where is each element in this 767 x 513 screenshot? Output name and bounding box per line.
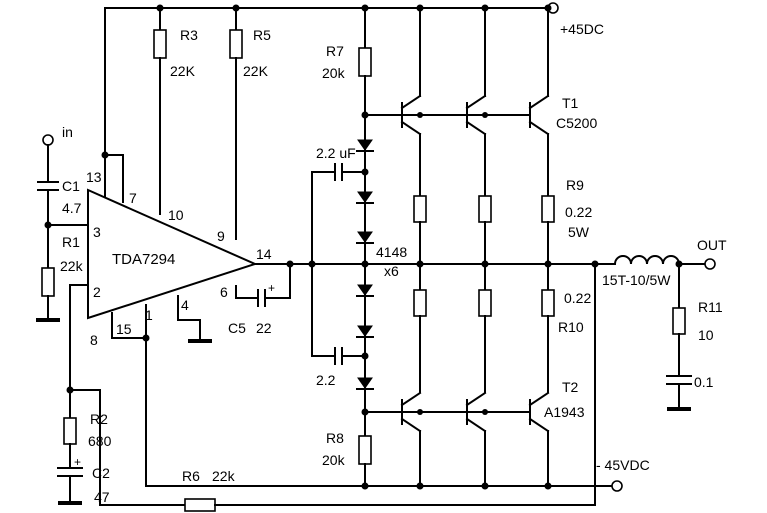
feedback-ground-network: + R2 680 C2 47 R6 22k: [57, 263, 596, 512]
r6-value: 22k: [212, 468, 236, 484]
c-bot-value: 2.2: [316, 372, 336, 388]
output-label: OUT: [697, 237, 727, 253]
bias-chain: R7 20k R8 20k 4148 x6 2.2 uF: [308, 4, 407, 487]
diode-5: [357, 325, 373, 337]
pin-7: 7: [129, 190, 137, 206]
c1-value: 4.7: [62, 200, 82, 216]
pnp-transistor-1: [400, 391, 422, 487]
r10-ref: R10: [558, 319, 584, 335]
r11-value: 10: [698, 327, 714, 343]
t2-part: A1943: [544, 404, 585, 420]
pin-1: 1: [145, 307, 153, 323]
t1-part: C5200: [556, 115, 597, 131]
c5-value: 22: [256, 320, 272, 336]
pin-6: 6: [220, 284, 228, 300]
pin-4: 4: [181, 297, 189, 313]
input-label: in: [62, 124, 73, 140]
positive-rail-label: +45DC: [560, 21, 604, 37]
output-stage: T1 C5200 R9 0.22 5W 0.22 R10: [364, 4, 616, 487]
inductor-value: 15T-10/5W: [602, 272, 671, 288]
diode-6: [357, 377, 373, 389]
r1-ref: R1: [62, 234, 80, 250]
pnp-transistor-3: [528, 391, 550, 487]
diode-3: [357, 231, 373, 243]
input-section: in C1 4.7 R1 22k: [36, 124, 89, 322]
output-network: OUT 15T-10/5W R11 10 0.1: [602, 237, 727, 411]
c2-value: 47: [94, 489, 110, 505]
r8-ref: R8: [326, 430, 344, 446]
diode-4: [357, 284, 373, 296]
c-out-value: 0.1: [694, 374, 714, 390]
diode-count: x6: [384, 263, 399, 279]
svg-text:+: +: [268, 281, 275, 295]
input-terminal: [42, 134, 54, 146]
output-terminal: [704, 258, 716, 270]
ic-name: TDA7294: [112, 251, 175, 268]
r5-ref: R5: [253, 27, 271, 43]
r9-ref: R9: [566, 177, 584, 193]
r6-ref: R6: [182, 468, 200, 484]
pin-2: 2: [93, 284, 101, 300]
c5-ref: C5: [228, 320, 246, 336]
negative-rail: - 45VDC: [145, 457, 650, 492]
r3-ref: R3: [180, 27, 198, 43]
npn-transistor-1: [400, 4, 424, 197]
r5-value: 22K: [243, 63, 269, 79]
r7-ref: R7: [326, 43, 344, 59]
diode-1: [357, 139, 373, 151]
r9-power: 5W: [568, 224, 590, 240]
pin-3: 3: [93, 224, 101, 240]
ic-tda7294: TDA7294 13 7 R3 22K 10 R5 22K 9 14 3 2: [66, 4, 366, 487]
c1-ref: C1: [62, 178, 80, 194]
r9-value: 0.22: [565, 204, 592, 220]
diode-2: [357, 191, 373, 203]
t1-ref: T1: [562, 95, 579, 111]
r8-value: 20k: [322, 452, 346, 468]
r1-value: 22k: [60, 258, 84, 274]
r7-value: 20k: [322, 65, 346, 81]
c-top-value: 2.2 uF: [316, 145, 356, 161]
negative-rail-label: - 45VDC: [596, 457, 650, 473]
pnp-transistor-2: [465, 391, 487, 487]
r3-value: 22K: [170, 63, 196, 79]
npn-transistor-3: [528, 4, 552, 197]
t2-ref: T2: [562, 379, 579, 395]
pin-13: 13: [86, 169, 102, 185]
positive-rail: +45DC: [104, 2, 604, 37]
svg-text:+: +: [74, 455, 81, 469]
c2-ref: C2: [92, 465, 110, 481]
r10-value: 0.22: [564, 290, 591, 306]
pin-8: 8: [90, 332, 98, 348]
pin-10: 10: [168, 207, 184, 223]
pin-9: 9: [217, 228, 225, 244]
pin-14: 14: [256, 246, 272, 262]
diode-part: 4148: [376, 244, 407, 260]
npn-transistor-2: [465, 4, 489, 197]
pin-15: 15: [116, 321, 132, 337]
r11-ref: R11: [698, 299, 723, 315]
